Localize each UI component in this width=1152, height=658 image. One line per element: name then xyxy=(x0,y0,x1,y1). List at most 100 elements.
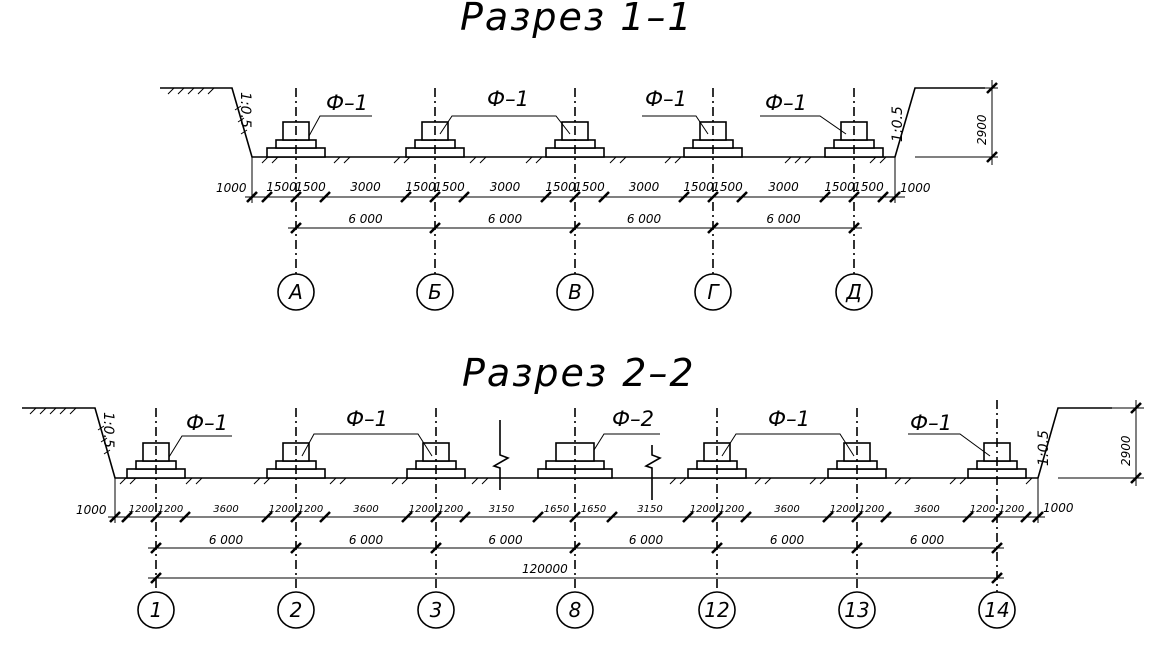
axis-marker: 12 xyxy=(698,591,736,629)
section-2-label-f1: Ф–1 xyxy=(910,411,952,435)
axis-circle xyxy=(277,591,315,629)
section-1-leaders xyxy=(308,115,847,137)
dimension-tick xyxy=(430,542,442,554)
dimension-value: 3000 xyxy=(490,180,521,194)
dimension-value: 3000 xyxy=(629,180,660,194)
dimension-value: 1200 xyxy=(409,504,434,515)
dimension-tick xyxy=(848,191,860,203)
dimension-tick xyxy=(569,191,581,203)
section-2-slope-right: 1:0.5 xyxy=(1036,430,1052,466)
dimension-tick xyxy=(880,511,892,523)
dimension-tick xyxy=(290,542,302,554)
section-1-title: Разрез 1–1 xyxy=(460,0,694,39)
section-1-dim-chain-1 xyxy=(245,157,905,203)
dimension-tick xyxy=(711,542,723,554)
dimension-tick xyxy=(540,191,552,203)
axis-circle xyxy=(556,591,594,629)
section-1-axis-markers: А Б В Г Д xyxy=(277,273,873,311)
section-2-dim-chain-1 xyxy=(108,478,1045,523)
axis-marker: А xyxy=(277,273,315,311)
section-2-label-f1: Ф–1 xyxy=(186,411,228,435)
dimension-tick xyxy=(401,511,413,523)
dimension-value: 1500 xyxy=(712,180,743,194)
dimension-tick xyxy=(569,511,581,523)
axis-label: Г xyxy=(707,280,720,304)
dimension-tick xyxy=(711,511,723,523)
section-1-slope-right: 1:0.5 xyxy=(890,106,906,142)
dimension-value: 3600 xyxy=(213,504,238,515)
dimension-tick xyxy=(150,511,162,523)
dimension-tick xyxy=(179,511,191,523)
axis-label: В xyxy=(568,280,582,304)
section-2-label-f2: Ф–2 xyxy=(612,407,654,431)
axis-circle xyxy=(694,273,732,311)
dimension-value: 3000 xyxy=(768,180,799,194)
axis-label: Б xyxy=(428,280,442,304)
dimension-value: 1500 xyxy=(545,180,576,194)
axis-label: 2 xyxy=(290,598,303,622)
dimension-tick xyxy=(569,542,581,554)
axis-circle xyxy=(417,591,455,629)
dimension-tick xyxy=(707,191,719,203)
axis-marker: Б xyxy=(416,273,454,311)
section-2-depth-dimension xyxy=(1058,400,1144,486)
section-1-depth-dimension xyxy=(915,80,998,165)
section-2-dim-chain-2 xyxy=(148,542,1004,554)
dimension-tick xyxy=(319,191,331,203)
axis-circle xyxy=(835,273,873,311)
dimension-tick xyxy=(246,191,258,203)
dimension-value: 6 000 xyxy=(770,533,805,547)
axis-marker: 13 xyxy=(838,591,876,629)
dimension-tick xyxy=(991,542,1003,554)
axis-circle xyxy=(978,591,1016,629)
section-2-margin-left: 1000 xyxy=(76,503,107,517)
axis-circle xyxy=(698,591,736,629)
dimension-tick xyxy=(458,191,470,203)
dimension-value: 6 000 xyxy=(209,533,244,547)
dimension-value: 1200 xyxy=(129,504,154,515)
dimension-tick xyxy=(851,542,863,554)
dimension-tick xyxy=(606,511,618,523)
section-2-depth-text: 2900 xyxy=(1119,435,1133,466)
axis-marker: 8 xyxy=(556,591,594,629)
dimension-tick xyxy=(851,511,863,523)
section-1-label-f1: Ф–1 xyxy=(645,87,687,111)
section-2-leaders xyxy=(168,433,991,458)
dimension-value: 1200 xyxy=(690,504,715,515)
section-2-slope-left: 1:0.5 xyxy=(100,412,116,448)
section-1-axis-lines xyxy=(295,88,855,276)
section-2-foundations xyxy=(126,442,1027,479)
dimension-tick xyxy=(1020,511,1032,523)
dimension-value: 6 000 xyxy=(910,533,945,547)
dimension-tick xyxy=(889,191,901,203)
section-1-dim-chain-2 xyxy=(288,222,862,234)
axis-label: 13 xyxy=(844,598,869,622)
axis-label: 8 xyxy=(569,598,582,622)
dimension-tick xyxy=(598,191,610,203)
dimension-value: 3600 xyxy=(774,504,799,515)
dimension-tick xyxy=(740,511,752,523)
section-1-slope-left: 1:0.5 xyxy=(237,92,253,128)
dimension-tick xyxy=(429,191,441,203)
section-2-axis-lines xyxy=(155,400,998,592)
dimension-tick xyxy=(261,191,273,203)
axis-label: 14 xyxy=(984,598,1009,622)
axis-marker: 3 xyxy=(417,591,455,629)
dimension-value: 1500 xyxy=(434,180,465,194)
dimension-tick xyxy=(991,511,1003,523)
dimension-value: 3600 xyxy=(914,504,939,515)
dimension-value: 1200 xyxy=(970,504,995,515)
dimension-tick xyxy=(150,542,162,554)
dimension-tick xyxy=(121,511,133,523)
dimension-tick xyxy=(400,191,412,203)
axis-marker: Д xyxy=(835,273,873,311)
dimension-value: 1500 xyxy=(574,180,605,194)
axis-circle xyxy=(137,591,175,629)
dimension-value: 1500 xyxy=(824,180,855,194)
dimension-value: 3150 xyxy=(637,504,662,515)
